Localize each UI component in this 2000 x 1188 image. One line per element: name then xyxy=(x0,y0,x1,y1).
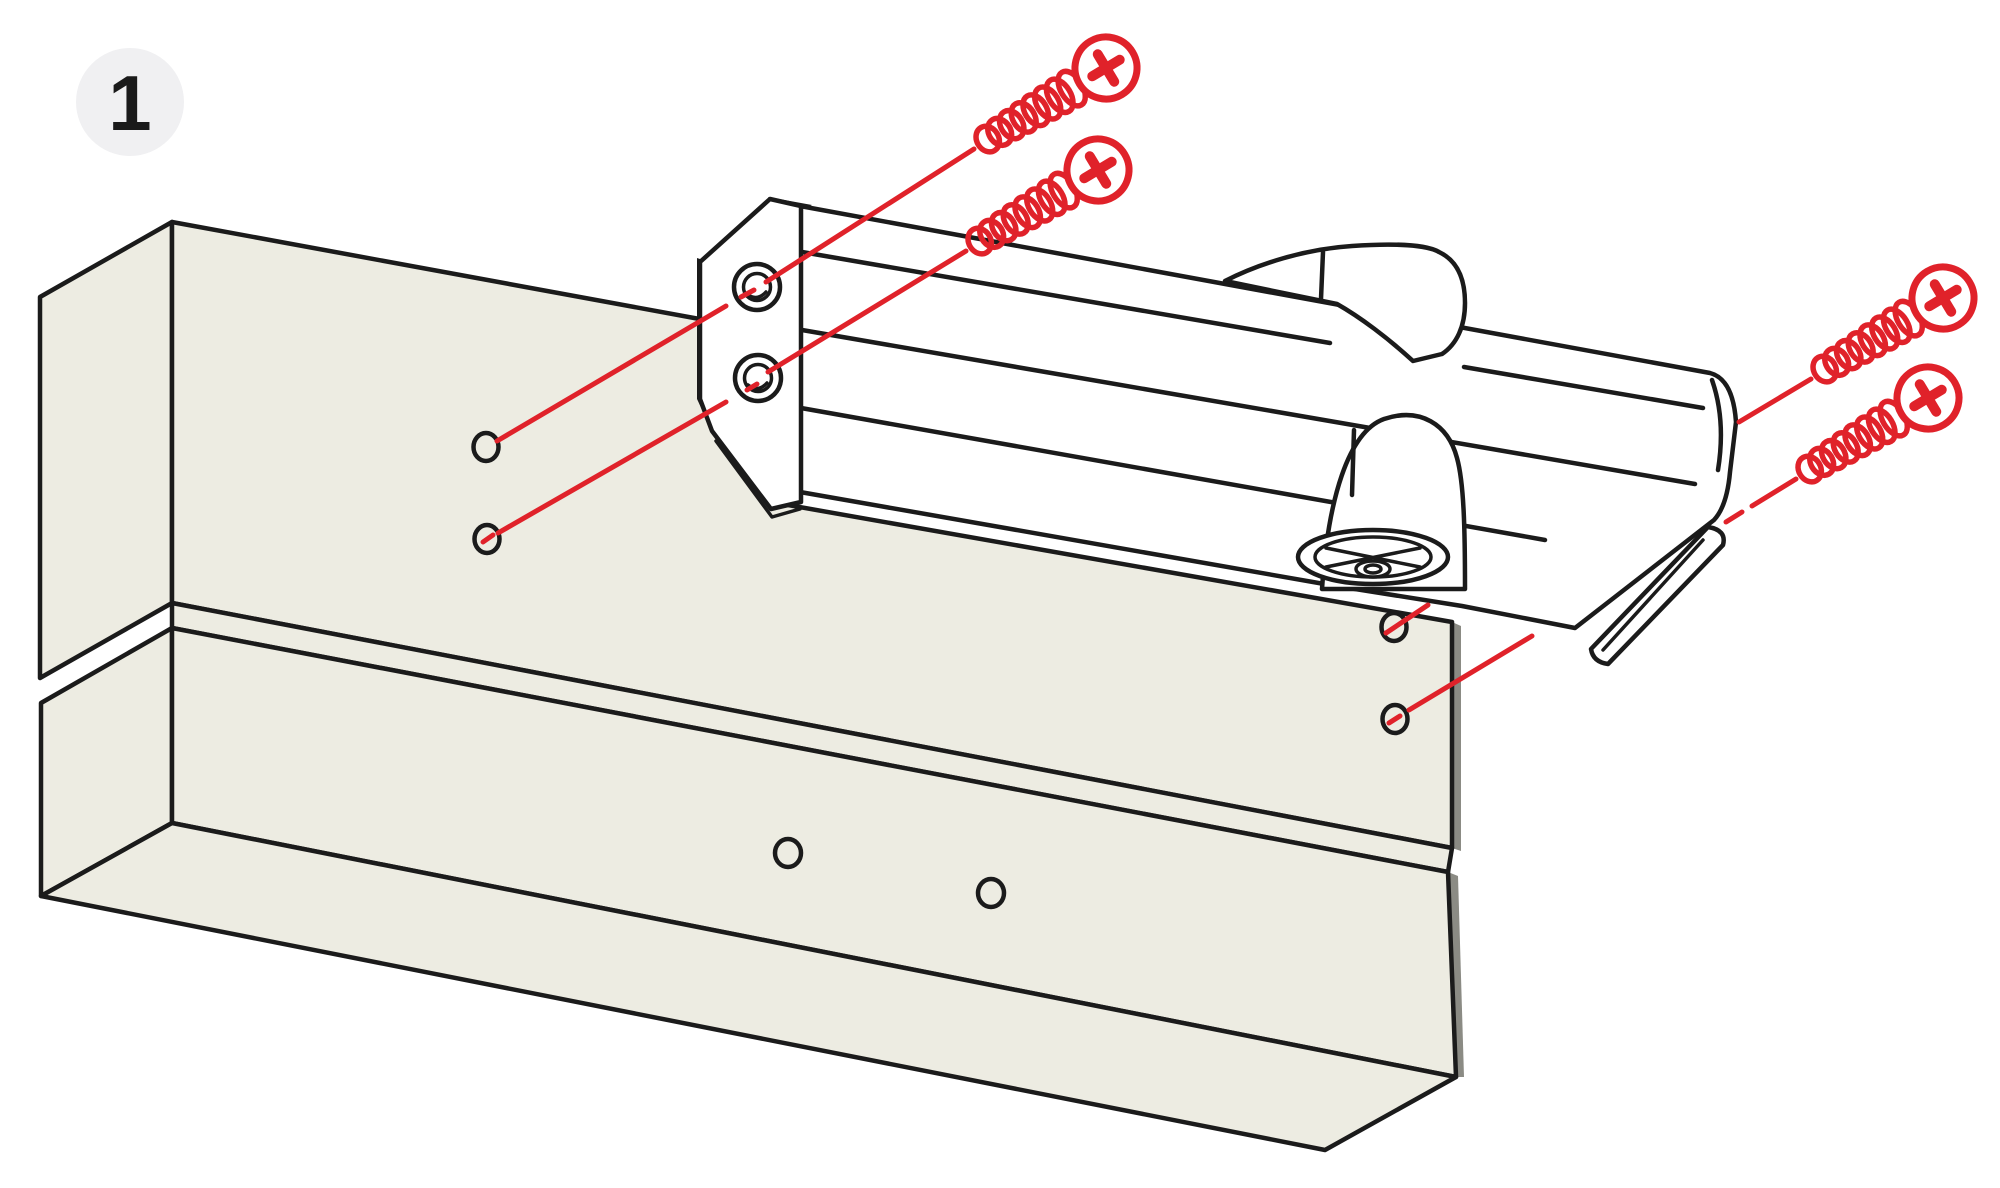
plate-screw-hole-lower xyxy=(732,352,784,404)
plate-screw-hole-upper xyxy=(731,261,783,313)
wooden-rails xyxy=(37,219,1464,1153)
leader-screw1-dash xyxy=(738,287,757,300)
pilot-hole-left-lower xyxy=(472,522,502,556)
screw-right-1-icon xyxy=(1799,255,1985,401)
adjustment-dial xyxy=(1295,527,1451,587)
leader-screw4 xyxy=(1749,476,1799,509)
leader-screw4-hole-dash xyxy=(1386,713,1403,726)
pilot-hole-left-upper xyxy=(471,430,501,464)
step-badge-circle xyxy=(76,48,184,156)
closer-body-contour-line-2 xyxy=(799,327,1698,487)
leader-screw2-dash xyxy=(744,381,760,393)
step-number: 1 xyxy=(108,59,151,147)
upper-knuckle xyxy=(1222,242,1468,364)
top-rail-left-face xyxy=(37,219,175,681)
lower-knuckle-facet-line xyxy=(1349,427,1357,498)
leader-screw4-to-hole xyxy=(1406,633,1535,713)
door-closer-body xyxy=(697,196,1739,667)
closer-body-silhouette xyxy=(797,203,1739,631)
leader-screw2 xyxy=(765,248,969,375)
closer-body-contour-line-1b xyxy=(1461,364,1706,411)
bottom-rail-bottom-face xyxy=(38,820,1459,1153)
pilot-hole-bottom-left xyxy=(772,836,804,870)
mounting-plate-foot xyxy=(714,439,802,519)
upper-knuckle-facet-line xyxy=(1318,249,1326,302)
leader-screw1 xyxy=(763,146,977,285)
leader-screw2-hole-dash xyxy=(480,532,496,545)
rod-end-tab xyxy=(1588,524,1726,667)
leader-lines xyxy=(480,146,1814,726)
pilot-hole-right-upper xyxy=(1379,610,1409,644)
step-badge: 1 xyxy=(76,48,184,156)
leader-screw4-dash xyxy=(1723,509,1745,525)
leader-screw3 xyxy=(1736,376,1814,425)
leader-screw1-to-hole xyxy=(494,303,729,444)
pilot-hole-right-lower xyxy=(1380,702,1410,736)
rod-end-tab-inner-line xyxy=(1601,538,1705,652)
end-cap-edge xyxy=(1709,377,1724,473)
pilot-holes xyxy=(471,430,1410,910)
leader-screw2-to-hole xyxy=(495,399,729,536)
closer-body-contour-line-1 xyxy=(799,249,1333,346)
leader-screw3-to-hole xyxy=(1383,602,1431,636)
pilot-hole-bottom-right xyxy=(975,876,1007,910)
